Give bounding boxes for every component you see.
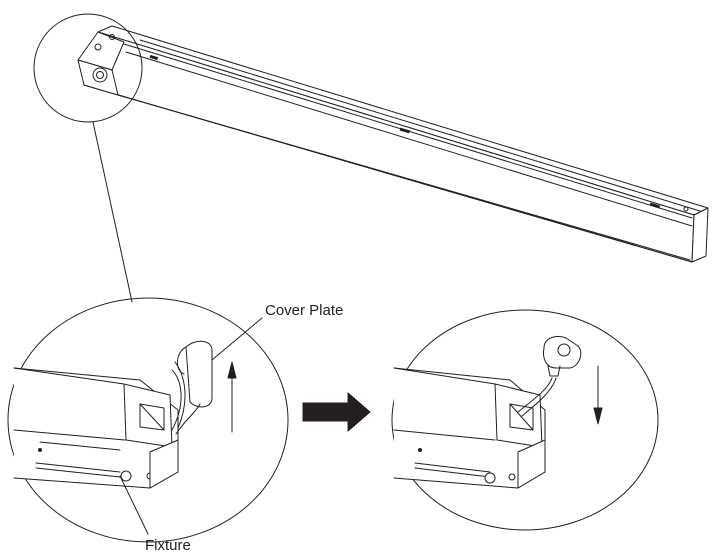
zoom-view-before — [7, 297, 289, 543]
fixture-label: Fixture — [145, 537, 191, 554]
up-arrow-icon — [227, 361, 237, 433]
cover-plate-label: Cover Plate — [265, 302, 344, 319]
linear-fixture — [77, 25, 709, 263]
zoom-leader-line — [92, 121, 133, 303]
down-arrow-icon — [593, 365, 603, 425]
zoom-view-after — [391, 309, 659, 531]
right-arrow-icon — [302, 392, 371, 432]
detail-circle — [33, 13, 143, 123]
